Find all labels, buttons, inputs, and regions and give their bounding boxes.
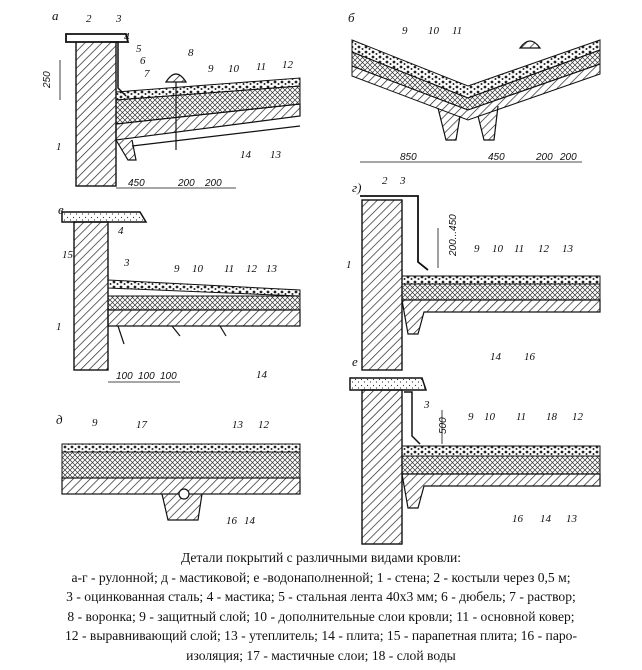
panel-d: д 9 12 13 14 16 17: [56, 412, 301, 527]
num-v10: 10: [192, 263, 204, 275]
dim-200b: 200: [204, 178, 222, 189]
dim-200c: 200: [535, 152, 553, 163]
num-e12: 12: [572, 411, 584, 423]
num-v14: 14: [256, 369, 268, 381]
num-g14: 14: [490, 351, 502, 363]
num-d16: 16: [226, 515, 238, 527]
num-v3: 3: [123, 257, 130, 269]
panel-g: г) 200...450 1 2 3 9 10 11 12 13 14 16: [346, 175, 601, 371]
num-11: 11: [256, 61, 266, 73]
num-e10: 10: [484, 411, 496, 423]
dim-200-450: 200...450: [448, 214, 459, 257]
panel-e-letter: е: [352, 354, 358, 369]
panel-e: е 500 3 9 10 11 12 13 14 16 18: [349, 354, 601, 545]
num-g1: 1: [346, 259, 352, 271]
dim-100b: 100: [138, 371, 155, 382]
num-e3: 3: [423, 399, 430, 411]
num-3: 3: [115, 13, 122, 25]
num-14: 14: [240, 149, 252, 161]
panel-b-letter: б: [348, 10, 355, 25]
dim-100a: 100: [116, 371, 133, 382]
num-g12: 12: [538, 243, 550, 255]
num-10: 10: [228, 63, 240, 75]
caption-title: Детали покрытий с различными видами кров…: [180, 550, 462, 565]
dim-100c: 100: [160, 371, 177, 382]
num-g9: 9: [474, 243, 480, 255]
panel-d-letter: д: [56, 412, 63, 427]
num-g16: 16: [524, 351, 536, 363]
num-1: 1: [56, 141, 62, 153]
num-e16: 16: [512, 513, 524, 525]
num-b10: 10: [428, 25, 440, 37]
dim-450b: 450: [488, 152, 505, 163]
dim-450: 450: [128, 178, 145, 189]
num-2: 2: [86, 13, 92, 25]
roof-details-drawing: а 250 450 200 200 1 2 3 4 5 6 7 8 9 10 1…: [42, 8, 601, 545]
funnel: [164, 73, 188, 83]
dim-200d: 200: [559, 152, 577, 163]
caption-line: а-г - рулонной; д - мастиковой; е -водон…: [71, 569, 571, 585]
num-v13: 13: [266, 263, 278, 275]
caption-line: 12 - выравнивающий слой; 13 - утеплитель…: [65, 628, 577, 643]
num-v1: 1: [56, 321, 62, 333]
num-12: 12: [282, 59, 294, 71]
num-e13: 13: [566, 513, 578, 525]
num-d17: 17: [136, 419, 148, 431]
num-4: 4: [124, 31, 130, 43]
panel-a-letter: а: [52, 8, 59, 23]
caption-line: 8 - воронка; 9 - защитный слой; 10 - доп…: [67, 608, 575, 624]
caption-line: изоляция; 17 - мастичные слои; 18 - слой…: [186, 647, 456, 663]
panel-a: а 250 450 200 200 1 2 3 4 5 6 7 8 9 10 1…: [42, 8, 301, 189]
num-v11: 11: [224, 263, 234, 275]
figure-caption: Детали покрытий с различными видами кров…: [0, 548, 642, 665]
num-d9: 9: [92, 417, 98, 429]
panel-v-letter: в: [58, 202, 64, 217]
num-7: 7: [144, 68, 150, 80]
num-e18: 18: [546, 411, 558, 423]
dim-250: 250: [42, 71, 53, 89]
panel-b: б 850 450 200 200 9 10 11: [348, 10, 601, 163]
num-d13: 13: [232, 419, 244, 431]
num-v12: 12: [246, 263, 258, 275]
dim-200a: 200: [177, 178, 195, 189]
num-e11: 11: [516, 411, 526, 423]
num-5: 5: [136, 43, 142, 55]
num-8: 8: [188, 47, 194, 59]
num-b11: 11: [452, 25, 462, 37]
num-g2: 2: [382, 175, 388, 187]
panel-g-letter: г): [352, 180, 361, 195]
num-g10: 10: [492, 243, 504, 255]
dim-500: 500: [438, 417, 449, 434]
wall: [75, 37, 117, 187]
num-e9: 9: [468, 411, 474, 423]
num-e14: 14: [540, 513, 552, 525]
num-g3: 3: [399, 175, 406, 187]
num-g11: 11: [514, 243, 524, 255]
num-13: 13: [270, 149, 282, 161]
num-v15: 15: [62, 249, 74, 261]
num-d14: 14: [244, 515, 256, 527]
num-v9: 9: [174, 263, 180, 275]
caption-line: 3 - оцинкованная сталь; 4 - мастика; 5 -…: [66, 589, 576, 604]
num-g13: 13: [562, 243, 574, 255]
num-b9: 9: [402, 25, 408, 37]
panel-v: в 15 1 3 4 9 10 11 12 13 14 100 100 100: [56, 202, 301, 383]
num-d12: 12: [258, 419, 270, 431]
coping: [65, 33, 130, 43]
num-9: 9: [208, 63, 214, 75]
dim-850: 850: [400, 152, 417, 163]
num-6: 6: [140, 55, 146, 67]
num-v4: 4: [118, 225, 124, 237]
